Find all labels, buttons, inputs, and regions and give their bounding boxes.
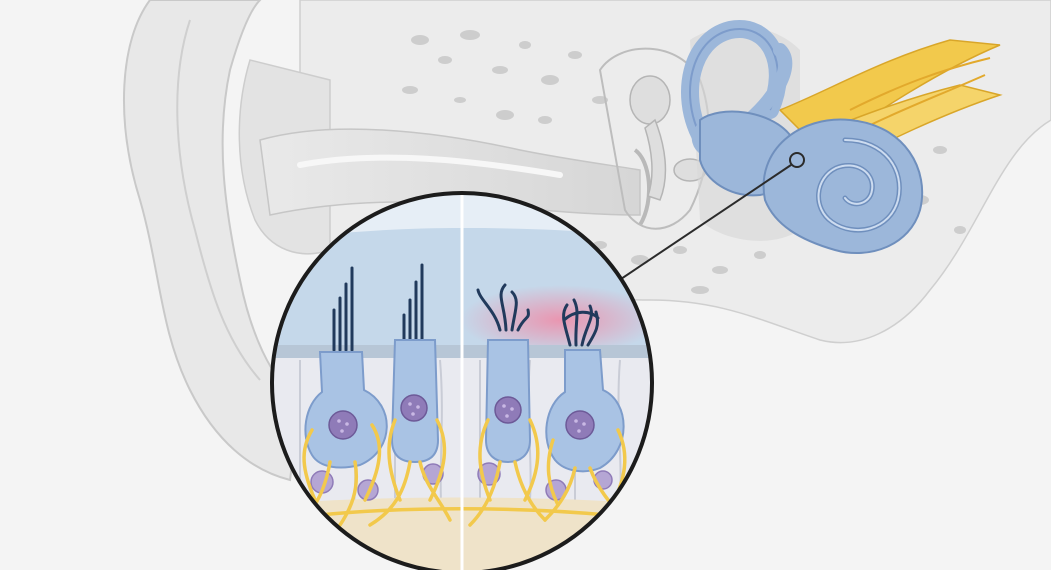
diagram-canvas xyxy=(0,0,1051,570)
hair-cell-damage-illustration xyxy=(0,0,1051,570)
